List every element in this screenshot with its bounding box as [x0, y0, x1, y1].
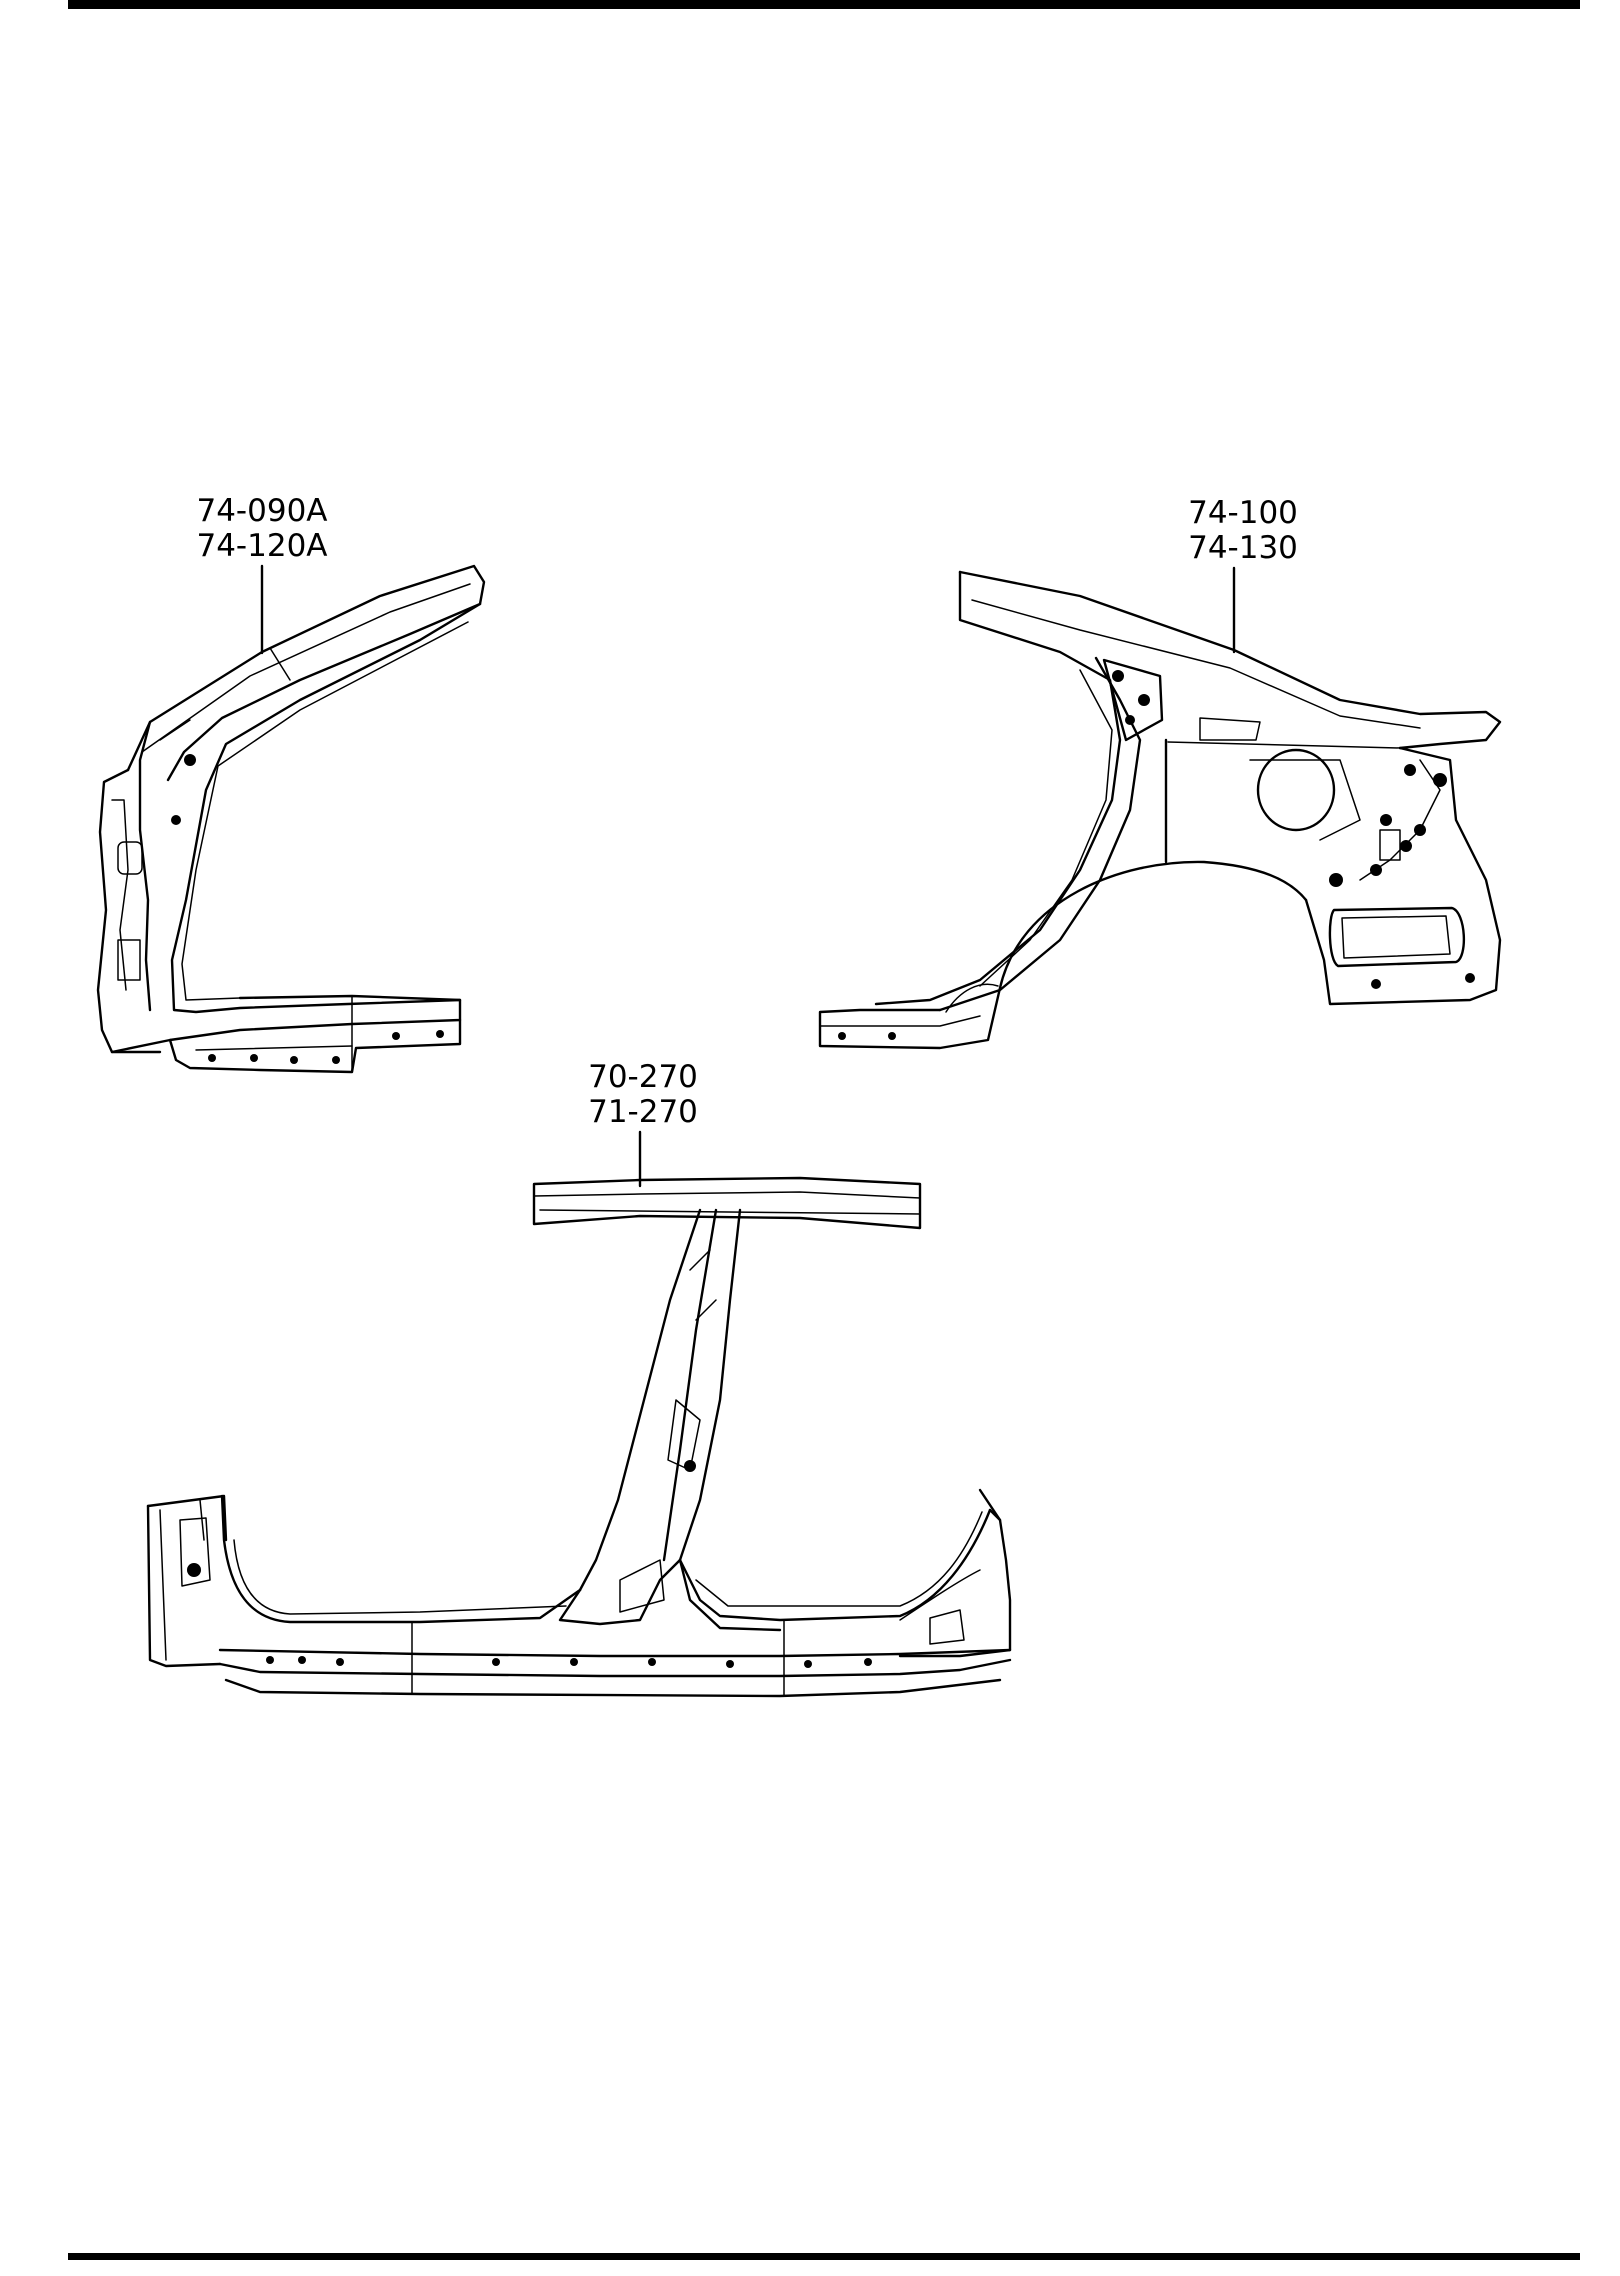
front-pillar-panel: [96, 564, 486, 1074]
callout-front-pillar: 74-090A 74-120A: [192, 494, 332, 564]
top-border-rule: [68, 0, 1580, 9]
center-pillar-panel: [146, 1130, 1012, 1698]
part-number-74-100: 74-100: [1188, 495, 1298, 531]
part-number-71-270: 71-270: [588, 1094, 698, 1130]
callout-center-pillar: 70-270 71-270: [578, 1060, 708, 1130]
part-number-74-130: 74-130: [1188, 530, 1298, 566]
part-number-74-120A: 74-120A: [196, 528, 328, 564]
part-number-70-270: 70-270: [588, 1059, 698, 1095]
rear-quarter-panel: [818, 566, 1502, 1050]
callout-rear-quarter: 74-100 74-130: [1178, 496, 1308, 566]
bottom-border-rule: [68, 2253, 1580, 2260]
part-number-74-090A: 74-090A: [196, 493, 328, 529]
